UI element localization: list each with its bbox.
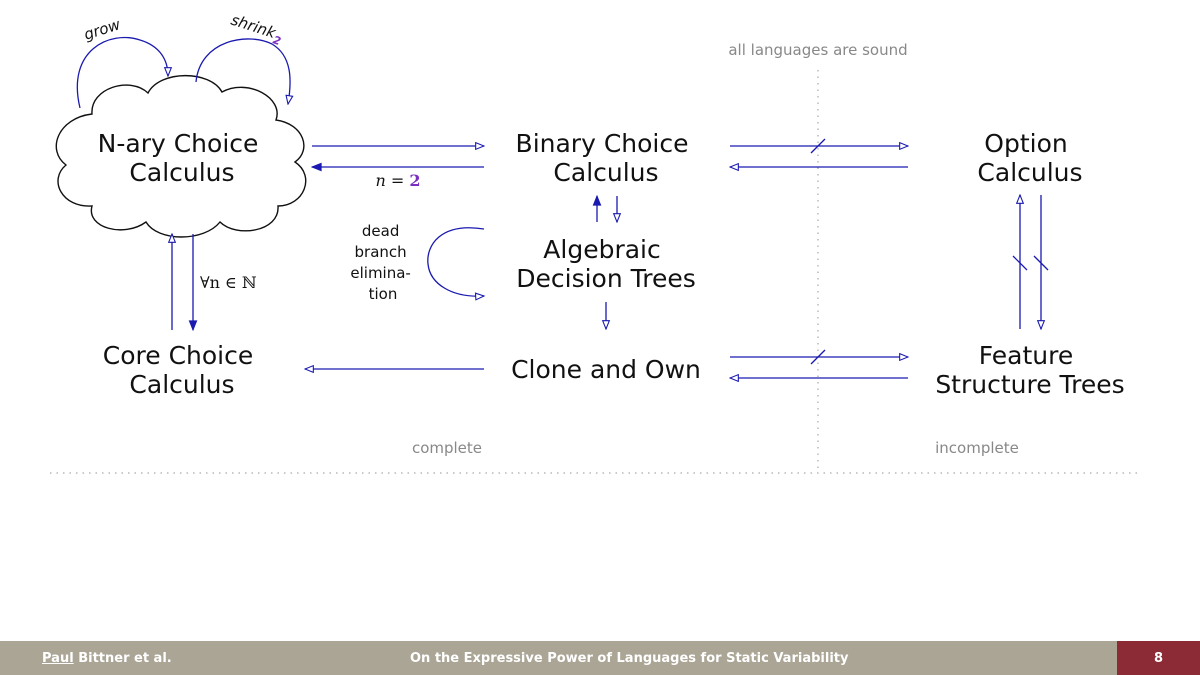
region-sound-label: all languages are sound [728, 41, 907, 59]
footer-author-rest: Bittner et al. [73, 650, 172, 666]
shrink-loop [195, 38, 290, 104]
page-number: 8 [1117, 641, 1200, 675]
grow-label: grow [82, 15, 124, 44]
grow-loop [76, 36, 168, 109]
not-expressive-slash-top [810, 138, 826, 154]
shrink-text: shrink [229, 11, 279, 43]
not-expressive-slash-left [1012, 255, 1028, 271]
region-incomplete-label: incomplete [935, 439, 1019, 457]
forall-n-label: ∀n ∈ ℕ [200, 273, 257, 292]
binary-choice-calculus-node: Binary Choice Calculus [516, 129, 697, 187]
shrink-label: shrink2 [228, 11, 286, 49]
n-equals-text: n = [375, 171, 409, 190]
feature-structure-trees-node: Feature Structure Trees [935, 341, 1124, 399]
dead-branch-loop [427, 227, 484, 296]
expressiveness-diagram: all languages are sound complete incompl… [50, 11, 1140, 474]
clone-and-own-node: Clone and Own [511, 355, 701, 384]
slide-footer: Paul Bittner et al. On the Expressive Po… [0, 641, 1200, 675]
not-expressive-slash-right [1033, 255, 1049, 271]
footer-title: On the Expressive Power of Languages for… [410, 650, 849, 666]
dead-branch-label: dead branch elimina- tion [350, 222, 415, 303]
core-choice-calculus-node: Core Choice Calculus [103, 341, 261, 399]
nary-choice-calculus-node: N-ary Choice Calculus [98, 129, 267, 187]
region-complete-label: complete [412, 439, 482, 457]
option-calculus-node: Option Calculus [977, 129, 1082, 187]
footer-author-link[interactable]: Paul [42, 650, 74, 666]
footer-author: Paul Bittner et al. [0, 651, 410, 666]
cloud-shape [55, 75, 307, 238]
algebraic-decision-trees-node: Algebraic Decision Trees [516, 235, 696, 293]
n-equals-value: 2 [409, 171, 420, 190]
footer-bar: Paul Bittner et al. On the Expressive Po… [0, 641, 1117, 675]
n-equals-2-label: n = 2 [375, 171, 420, 190]
shrink-subscript: 2 [271, 33, 283, 48]
not-expressive-slash-bottom [810, 349, 826, 365]
